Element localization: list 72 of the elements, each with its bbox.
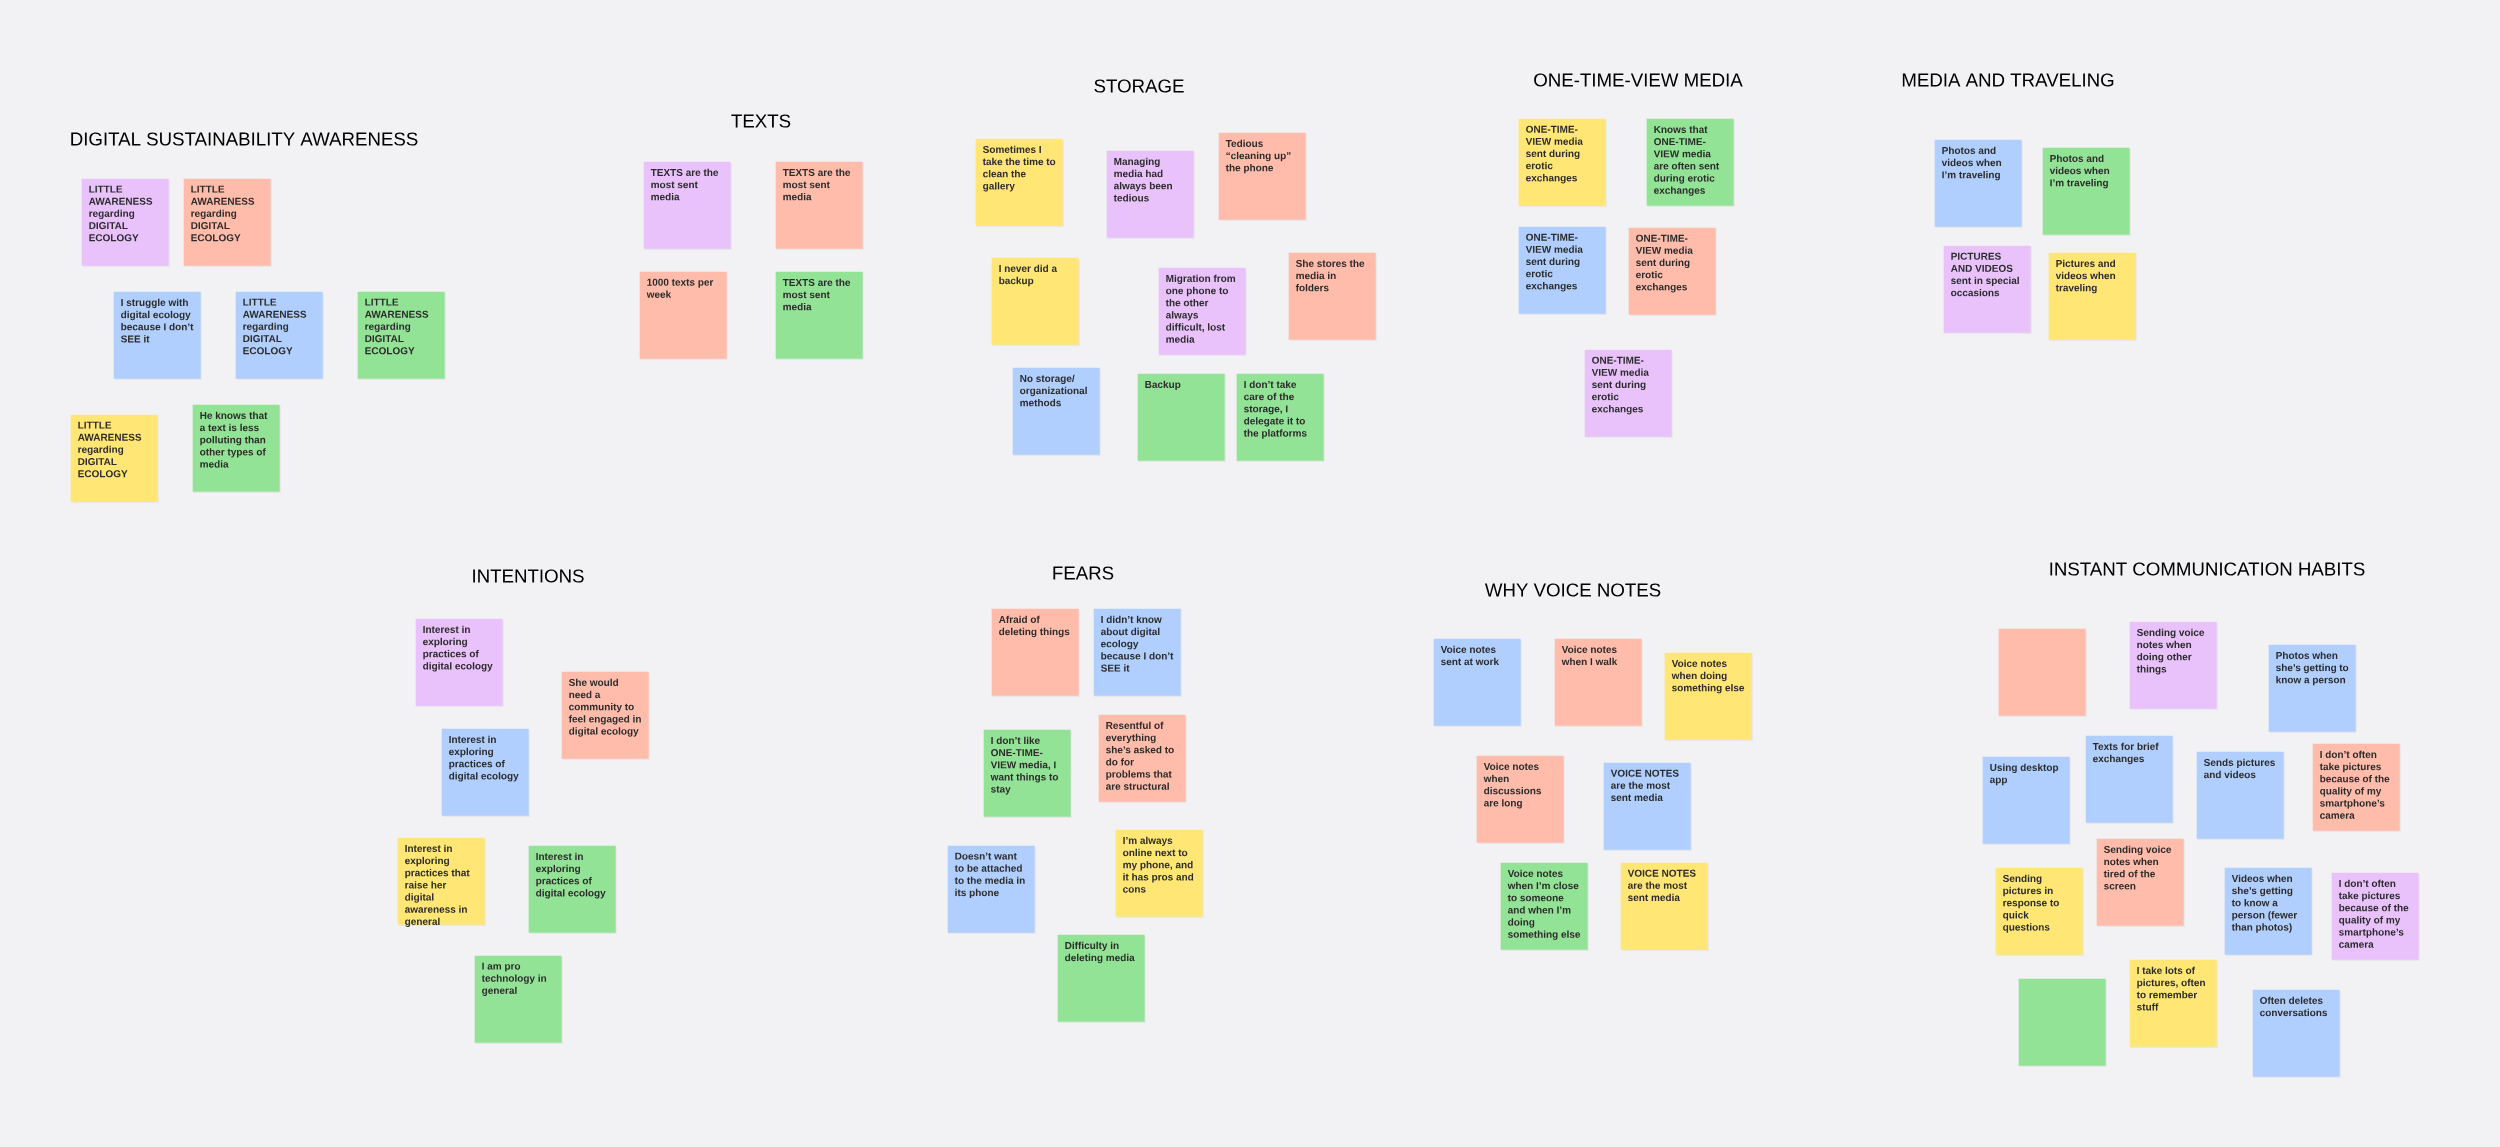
sticky-note: I am pro technology in general (474, 955, 563, 1044)
sticky-note: Videos when she’s getting to know a person (fewer than photos) (2224, 867, 2313, 956)
blank-sticky-note (2018, 978, 2107, 1067)
sticky-note: LITTLE AWARENESS regarding DIGITAL ECOLOGY (235, 291, 324, 380)
cluster-heading: INSTANT COMMUNICATION HABITS (2050, 562, 2365, 576)
sticky-note: ONE-TIME-VIEW media sent during erotic exchanges (1518, 226, 1607, 315)
sticky-note: ONE-TIME-VIEW media sent during erotic exchanges (1518, 118, 1607, 207)
sticky-note: Voice notes when discussions are long (1476, 755, 1565, 844)
cluster-heading: STORAGE (1094, 79, 1184, 93)
sticky-note: VOICE NOTES are the most sent media (1603, 762, 1692, 851)
sticky-note: No storage/ organizational methods (1012, 367, 1101, 456)
sticky-note: Voice notes sent at work (1433, 638, 1522, 727)
sticky-note: I struggle with digital ecology because I don’t SEE it (113, 291, 202, 380)
cluster-heading: ONE-TIME-VIEW MEDIA (1534, 73, 1743, 87)
cluster-heading: MEDIA AND TRAVELING (1902, 73, 2114, 87)
sticky-note: I take lots of pictures, often to remember stuff (2129, 959, 2218, 1048)
sticky-note: I don’t often take pictures because of the quality of my smartphone’s camera (2331, 872, 2420, 961)
sticky-note: Tedious “cleaning up” the phone (1218, 132, 1307, 221)
sticky-note: LITTLE AWARENESS regarding DIGITAL ECOLOGY (81, 178, 170, 267)
sticky-note: I didn’t know about digital ecology because I don’t SEE it (1093, 608, 1182, 697)
sticky-note: He knows that a text is less polluting than other types of media (192, 404, 281, 493)
cluster-heading: WHY VOICE NOTES (1484, 583, 1661, 597)
sticky-note: I never did a backup (991, 257, 1080, 346)
sticky-note: 1000 texts per week (639, 271, 728, 360)
cluster-heading: DIGITAL SUSTAINABILITY AWARENESS (71, 132, 418, 146)
sticky-note: Knows that ONE-TIME-VIEW media are often sent during erotic exchanges (1646, 118, 1735, 207)
sticky-note: I’m always online next to my phone, and it has pros and cons (1115, 829, 1204, 918)
sticky-note: PICTURES AND VIDEOS sent in special occasions (1943, 245, 2032, 334)
sticky-note: Difficulty in deleting media (1057, 934, 1146, 1023)
sticky-note: Resentful of everything she’s asked to do for problems that are structural (1098, 714, 1187, 803)
sticky-note: TEXTS are the most sent media (775, 161, 864, 250)
sticky-note: I don’t like ONE-TIME-VIEW media, I want things to stay (983, 729, 1072, 818)
sticky-note: Voice notes when I’m close to someone and when I’m doing something else (1500, 862, 1589, 951)
blank-sticky-note (1998, 628, 2087, 717)
sticky-note: LITTLE AWARENESS regarding DIGITAL ECOLOGY (70, 414, 159, 503)
sticky-note: Interest in exploring practices of digital ecology (415, 618, 504, 707)
sticky-note: Pictures and videos when traveling (2048, 252, 2137, 341)
sticky-note: VOICE NOTES are the most sent media (1620, 862, 1709, 951)
sticky-note: LITTLE AWARENESS regarding DIGITAL ECOLOGY (183, 178, 272, 267)
sticky-note: Managing media had always been tedious (1106, 150, 1195, 239)
sticky-note: Interest in exploring practices that raise her digital awareness in general (397, 837, 486, 927)
sticky-note: Texts for brief exchanges (2085, 735, 2174, 824)
sticky-note: Afraid of deleting things (991, 608, 1080, 697)
sticky-note: Doesn’t want to be attached to the media in its phone (947, 845, 1036, 934)
sticky-note: Sending voice notes when tired of the screen (2096, 838, 2185, 927)
sticky-note: TEXTS are the most sent media (643, 161, 732, 250)
sticky-note: Photos when she’s getting to know a person (2268, 644, 2357, 733)
sticky-note: I don’t often take pictures because of the quality of my smartphone’s camera (2312, 743, 2401, 832)
sticky-note: She would need a community to feel engaged in digital ecology (561, 671, 650, 760)
sticky-note: I don’t take care of the storage, I delegate it to the platforms (1236, 373, 1325, 462)
sticky-note: Sometimes I take the time to clean the gallery (975, 138, 1064, 227)
sticky-note: Sending voice notes when doing other things (2129, 621, 2218, 710)
sticky-note: Photos and videos when I’m traveling (2042, 147, 2131, 236)
sticky-note: ONE-TIME-VIEW media sent during erotic exchanges (1584, 349, 1673, 438)
sticky-note: Voice notes when I walk (1554, 638, 1643, 727)
sticky-note: ONE-TIME-VIEW media sent during erotic exchanges (1628, 227, 1717, 316)
sticky-note: Using desktop app (1982, 756, 2071, 845)
sticky-note: Sends pictures and videos (2196, 751, 2285, 840)
sticky-note: Sending pictures in response to quick questions (1995, 867, 2084, 956)
sticky-note: Photos and videos when I’m traveling (1934, 139, 2023, 228)
sticky-note: TEXTS are the most sent media (775, 271, 864, 360)
sticky-note: She stores the media in folders (1288, 252, 1377, 341)
sticky-note: LITTLE AWARENESS regarding DIGITAL ECOLOGY (357, 291, 446, 380)
cluster-heading: TEXTS (731, 114, 791, 128)
sticky-note: Interest in exploring practices of digital ecology (441, 728, 530, 817)
sticky-note: Migration from one phone to the other always difficult, lost media (1158, 267, 1247, 356)
cluster-heading: INTENTIONS (473, 569, 584, 583)
sticky-note: Often deletes conversations (2252, 989, 2341, 1078)
sticky-note: Backup (1137, 373, 1226, 462)
cluster-heading: FEARS (1053, 566, 1114, 580)
sticky-note: Voice notes when doing something else (1664, 652, 1753, 741)
sticky-note: Interest in exploring practices of digital ecology (528, 845, 617, 934)
